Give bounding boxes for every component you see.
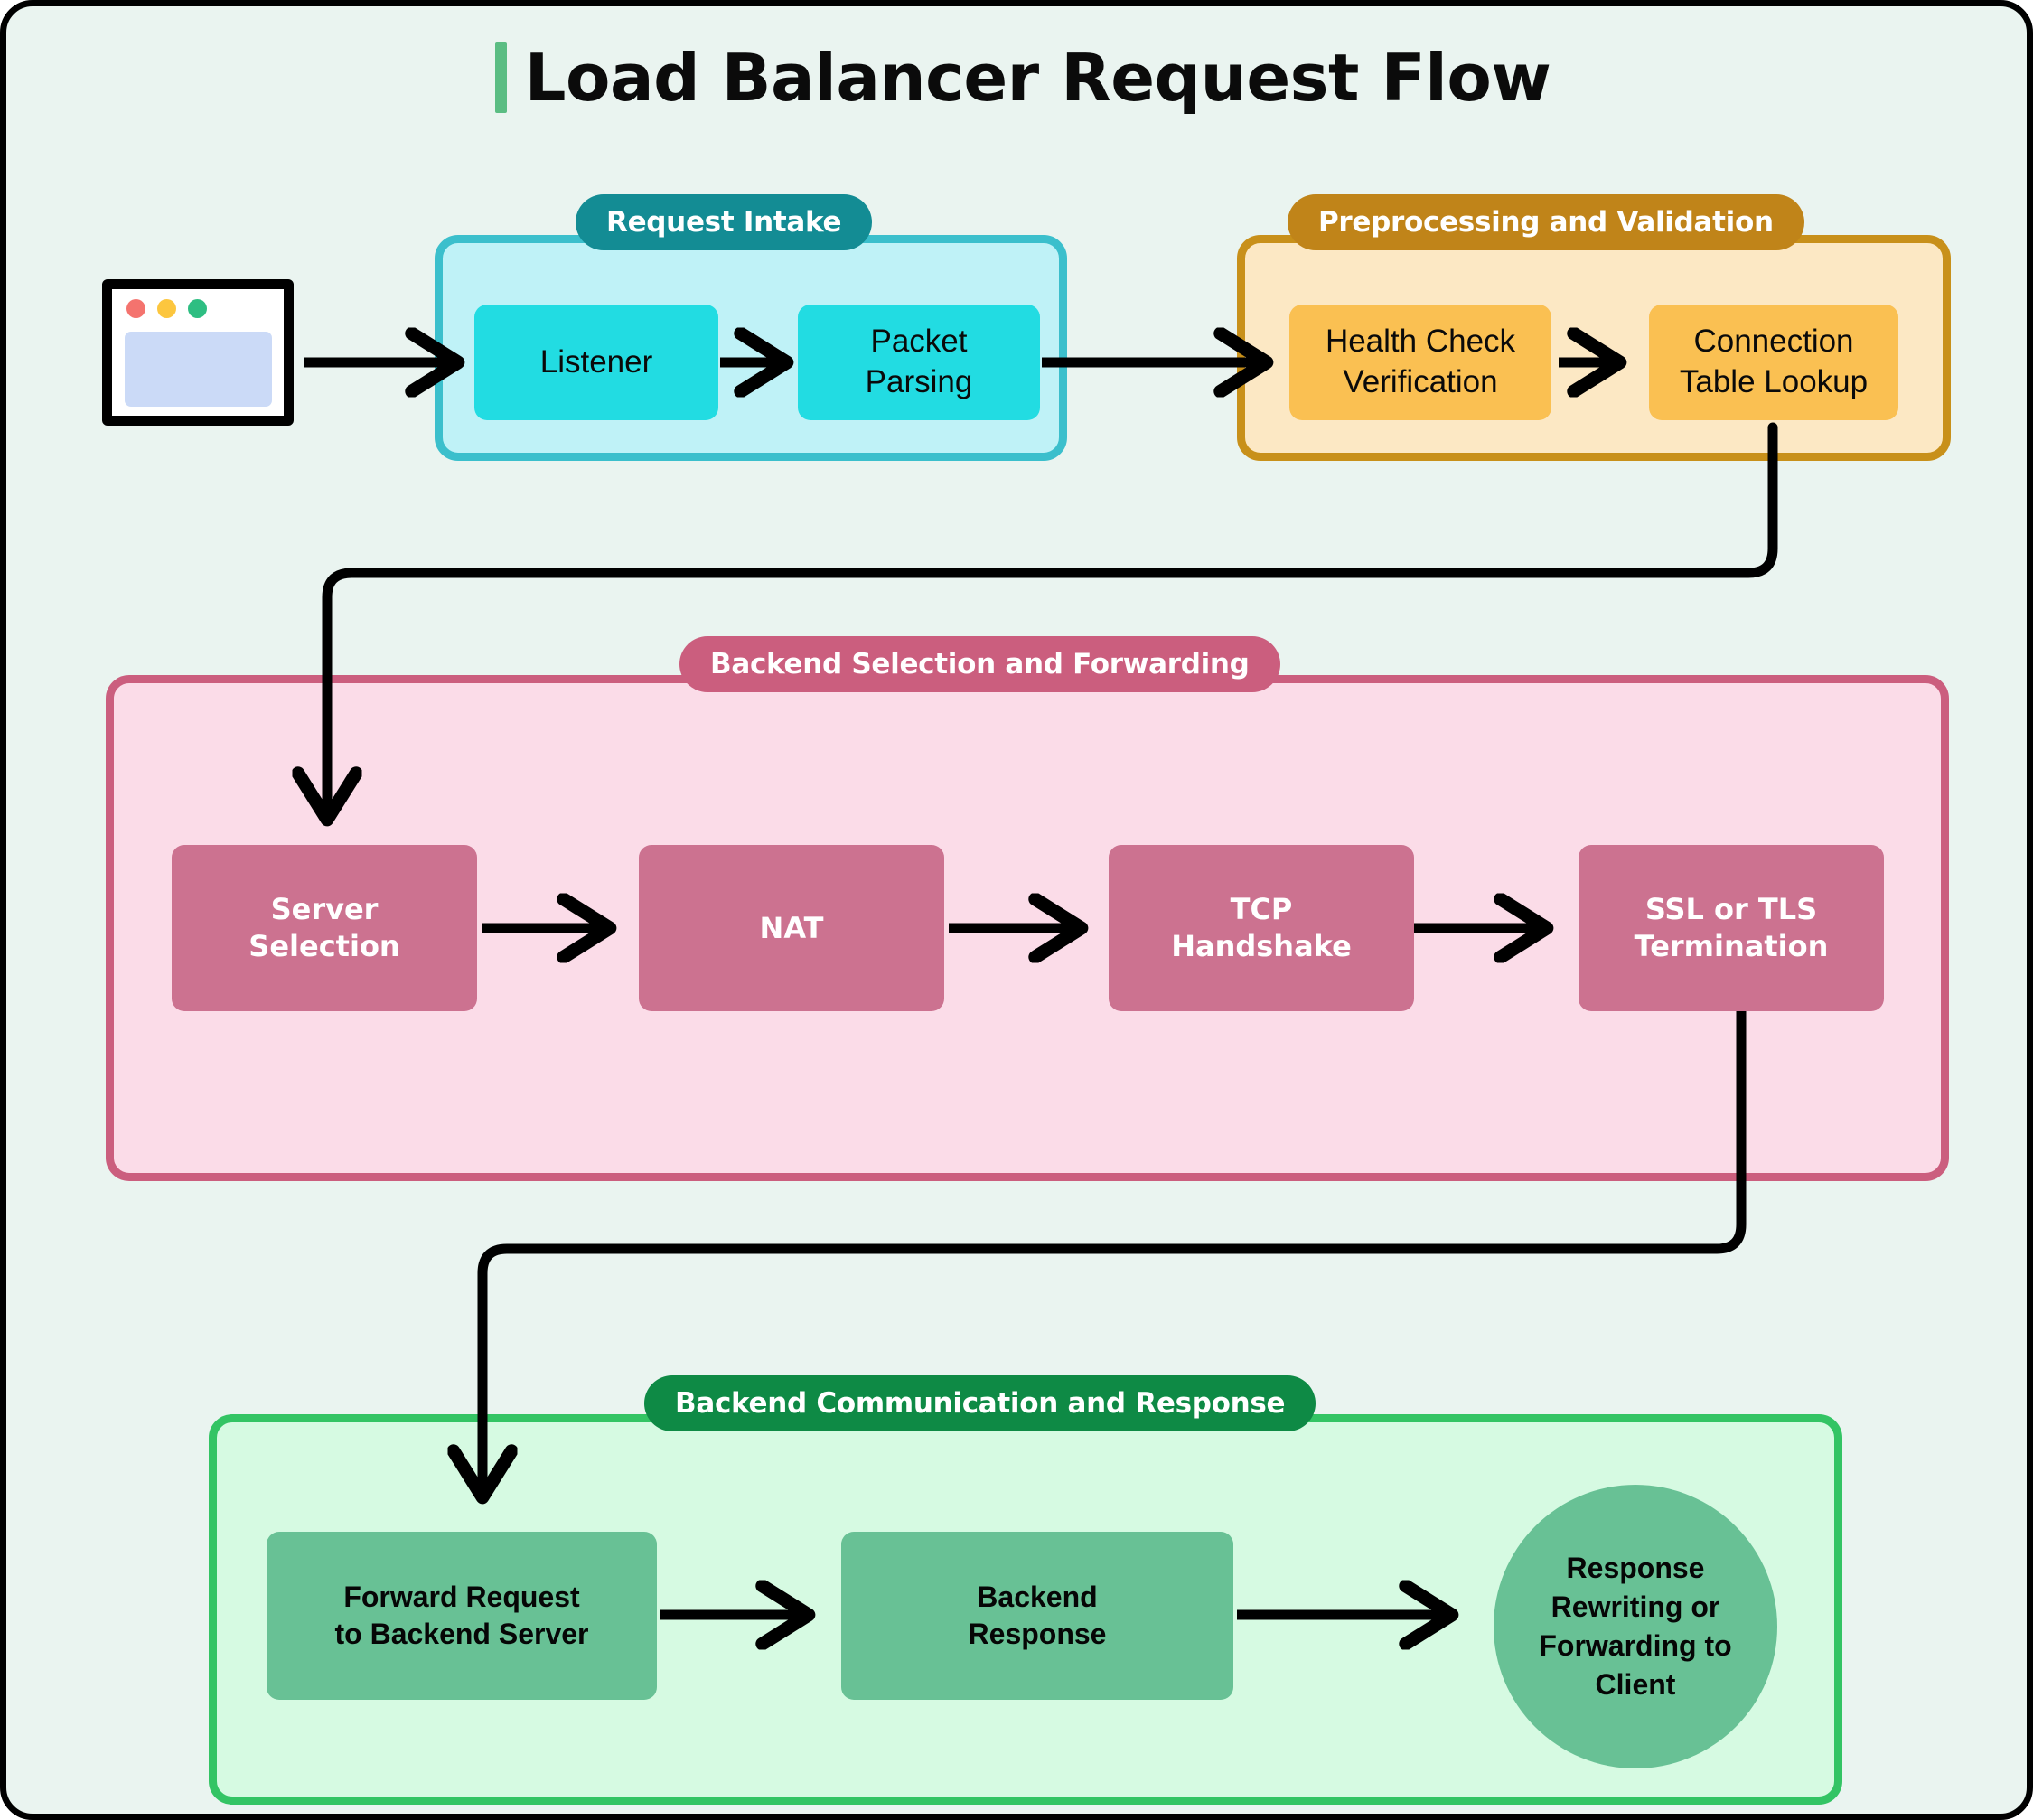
node-health-check-label-line2: Verification bbox=[1343, 364, 1498, 399]
node-server-selection-label-line2: Selection bbox=[248, 929, 400, 963]
node-listener: Listener bbox=[474, 305, 718, 420]
node-server-selection: Server Selection bbox=[172, 845, 477, 1011]
node-packet-parsing-label-line1: Packet bbox=[870, 324, 968, 360]
node-server-selection-label-line1: Server bbox=[270, 892, 379, 927]
window-dot-green-icon bbox=[188, 299, 207, 318]
window-content-area bbox=[125, 332, 272, 407]
node-forward-request-to-backend-server: Forward Request to Backend Server bbox=[267, 1532, 657, 1700]
node-backend-response: Backend Response bbox=[841, 1532, 1233, 1700]
group-label-preprocessing-and-validation: Preprocessing and Validation bbox=[1288, 194, 1804, 250]
node-connection-table-label-line2: Table Lookup bbox=[1679, 364, 1869, 399]
node-listener-label: Listener bbox=[539, 343, 653, 380]
page-title: Load Balancer Request Flow bbox=[6, 40, 2027, 116]
node-packet-parsing: Packet Parsing bbox=[798, 305, 1040, 420]
node-response-rewriting-or-forwarding-to-client: Response Rewriting or Forwarding to Clie… bbox=[1494, 1485, 1777, 1768]
client-browser-window-icon bbox=[102, 279, 294, 426]
node-response-rewriting-label-line2: Rewriting or bbox=[1551, 1590, 1720, 1623]
node-forward-request-label-line1: Forward Request bbox=[343, 1581, 580, 1614]
group-label-backend-communication-and-response: Backend Communication and Response bbox=[644, 1375, 1316, 1431]
group-label-backend-selection-and-forwarding: Backend Selection and Forwarding bbox=[679, 636, 1280, 692]
node-response-rewriting-label-line3: Forwarding to bbox=[1539, 1629, 1732, 1662]
node-health-check-verification: Health Check Verification bbox=[1289, 305, 1551, 420]
node-tcp-handshake-label-line2: Handshake bbox=[1171, 929, 1352, 963]
window-dot-red-icon bbox=[126, 299, 145, 318]
node-ssl-or-tls-termination: SSL or TLS Termination bbox=[1579, 845, 1884, 1011]
node-response-rewriting-label-line4: Client bbox=[1595, 1668, 1676, 1702]
node-connection-table-lookup: Connection Table Lookup bbox=[1649, 305, 1898, 420]
node-packet-parsing-label-line2: Parsing bbox=[865, 364, 973, 399]
node-nat: NAT bbox=[639, 845, 944, 1011]
window-control-dots bbox=[126, 299, 207, 318]
node-backend-response-label-line2: Response bbox=[968, 1618, 1107, 1650]
node-tcp-handshake: TCP Handshake bbox=[1109, 845, 1414, 1011]
title-accent-bar bbox=[494, 42, 507, 113]
node-nat-label: NAT bbox=[759, 910, 824, 945]
title-text: Load Balancer Request Flow bbox=[524, 40, 1551, 116]
node-response-rewriting-label-line1: Response bbox=[1566, 1551, 1705, 1584]
group-label-request-intake: Request Intake bbox=[576, 194, 873, 250]
node-ssl-tls-label-line1: SSL or TLS bbox=[1644, 892, 1818, 927]
window-dot-yellow-icon bbox=[157, 299, 176, 318]
node-ssl-tls-label-line2: Termination bbox=[1634, 929, 1829, 963]
node-backend-response-label-line1: Backend bbox=[977, 1581, 1098, 1614]
node-connection-table-label-line1: Connection bbox=[1693, 324, 1854, 360]
node-tcp-handshake-label-line1: TCP bbox=[1230, 892, 1293, 927]
node-forward-request-label-line2: to Backend Server bbox=[334, 1618, 589, 1650]
node-health-check-label-line1: Health Check bbox=[1325, 324, 1516, 360]
